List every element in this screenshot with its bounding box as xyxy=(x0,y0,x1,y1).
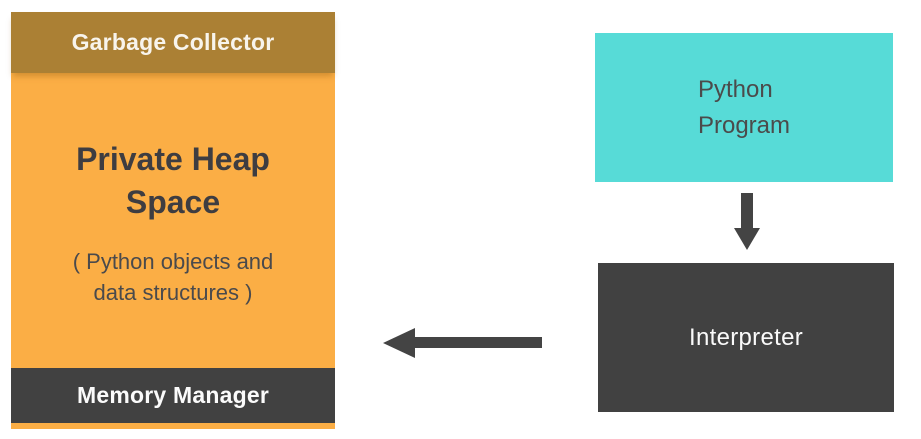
heap-subtitle-line1: ( Python objects and xyxy=(72,248,274,274)
heap-subtitle-line2: data structures ) xyxy=(93,279,253,305)
left-arrow-head xyxy=(383,328,415,358)
heap-title: Private Heap Space xyxy=(76,141,270,220)
python-program-label: Python Program xyxy=(698,72,790,144)
heap-body: Private Heap Space ( Python objects and … xyxy=(11,73,335,368)
left-arrow-shaft xyxy=(413,337,542,348)
private-heap-block: Garbage Collector Private Heap Space ( P… xyxy=(11,12,335,429)
down-arrow-icon xyxy=(734,193,760,250)
down-arrow-shaft xyxy=(741,193,753,229)
interpreter-box: Interpreter xyxy=(598,263,894,412)
python-program-box: Python Program xyxy=(595,33,893,182)
left-arrow-icon xyxy=(383,328,542,358)
python-program-line2: Program xyxy=(697,111,791,139)
garbage-collector-bar: Garbage Collector xyxy=(11,12,335,73)
memory-manager-bar: Memory Manager xyxy=(11,368,335,423)
heap-subtitle: ( Python objects and data structures ) xyxy=(73,247,274,309)
python-program-line1: Python xyxy=(697,75,773,103)
down-arrow-head xyxy=(734,228,760,250)
